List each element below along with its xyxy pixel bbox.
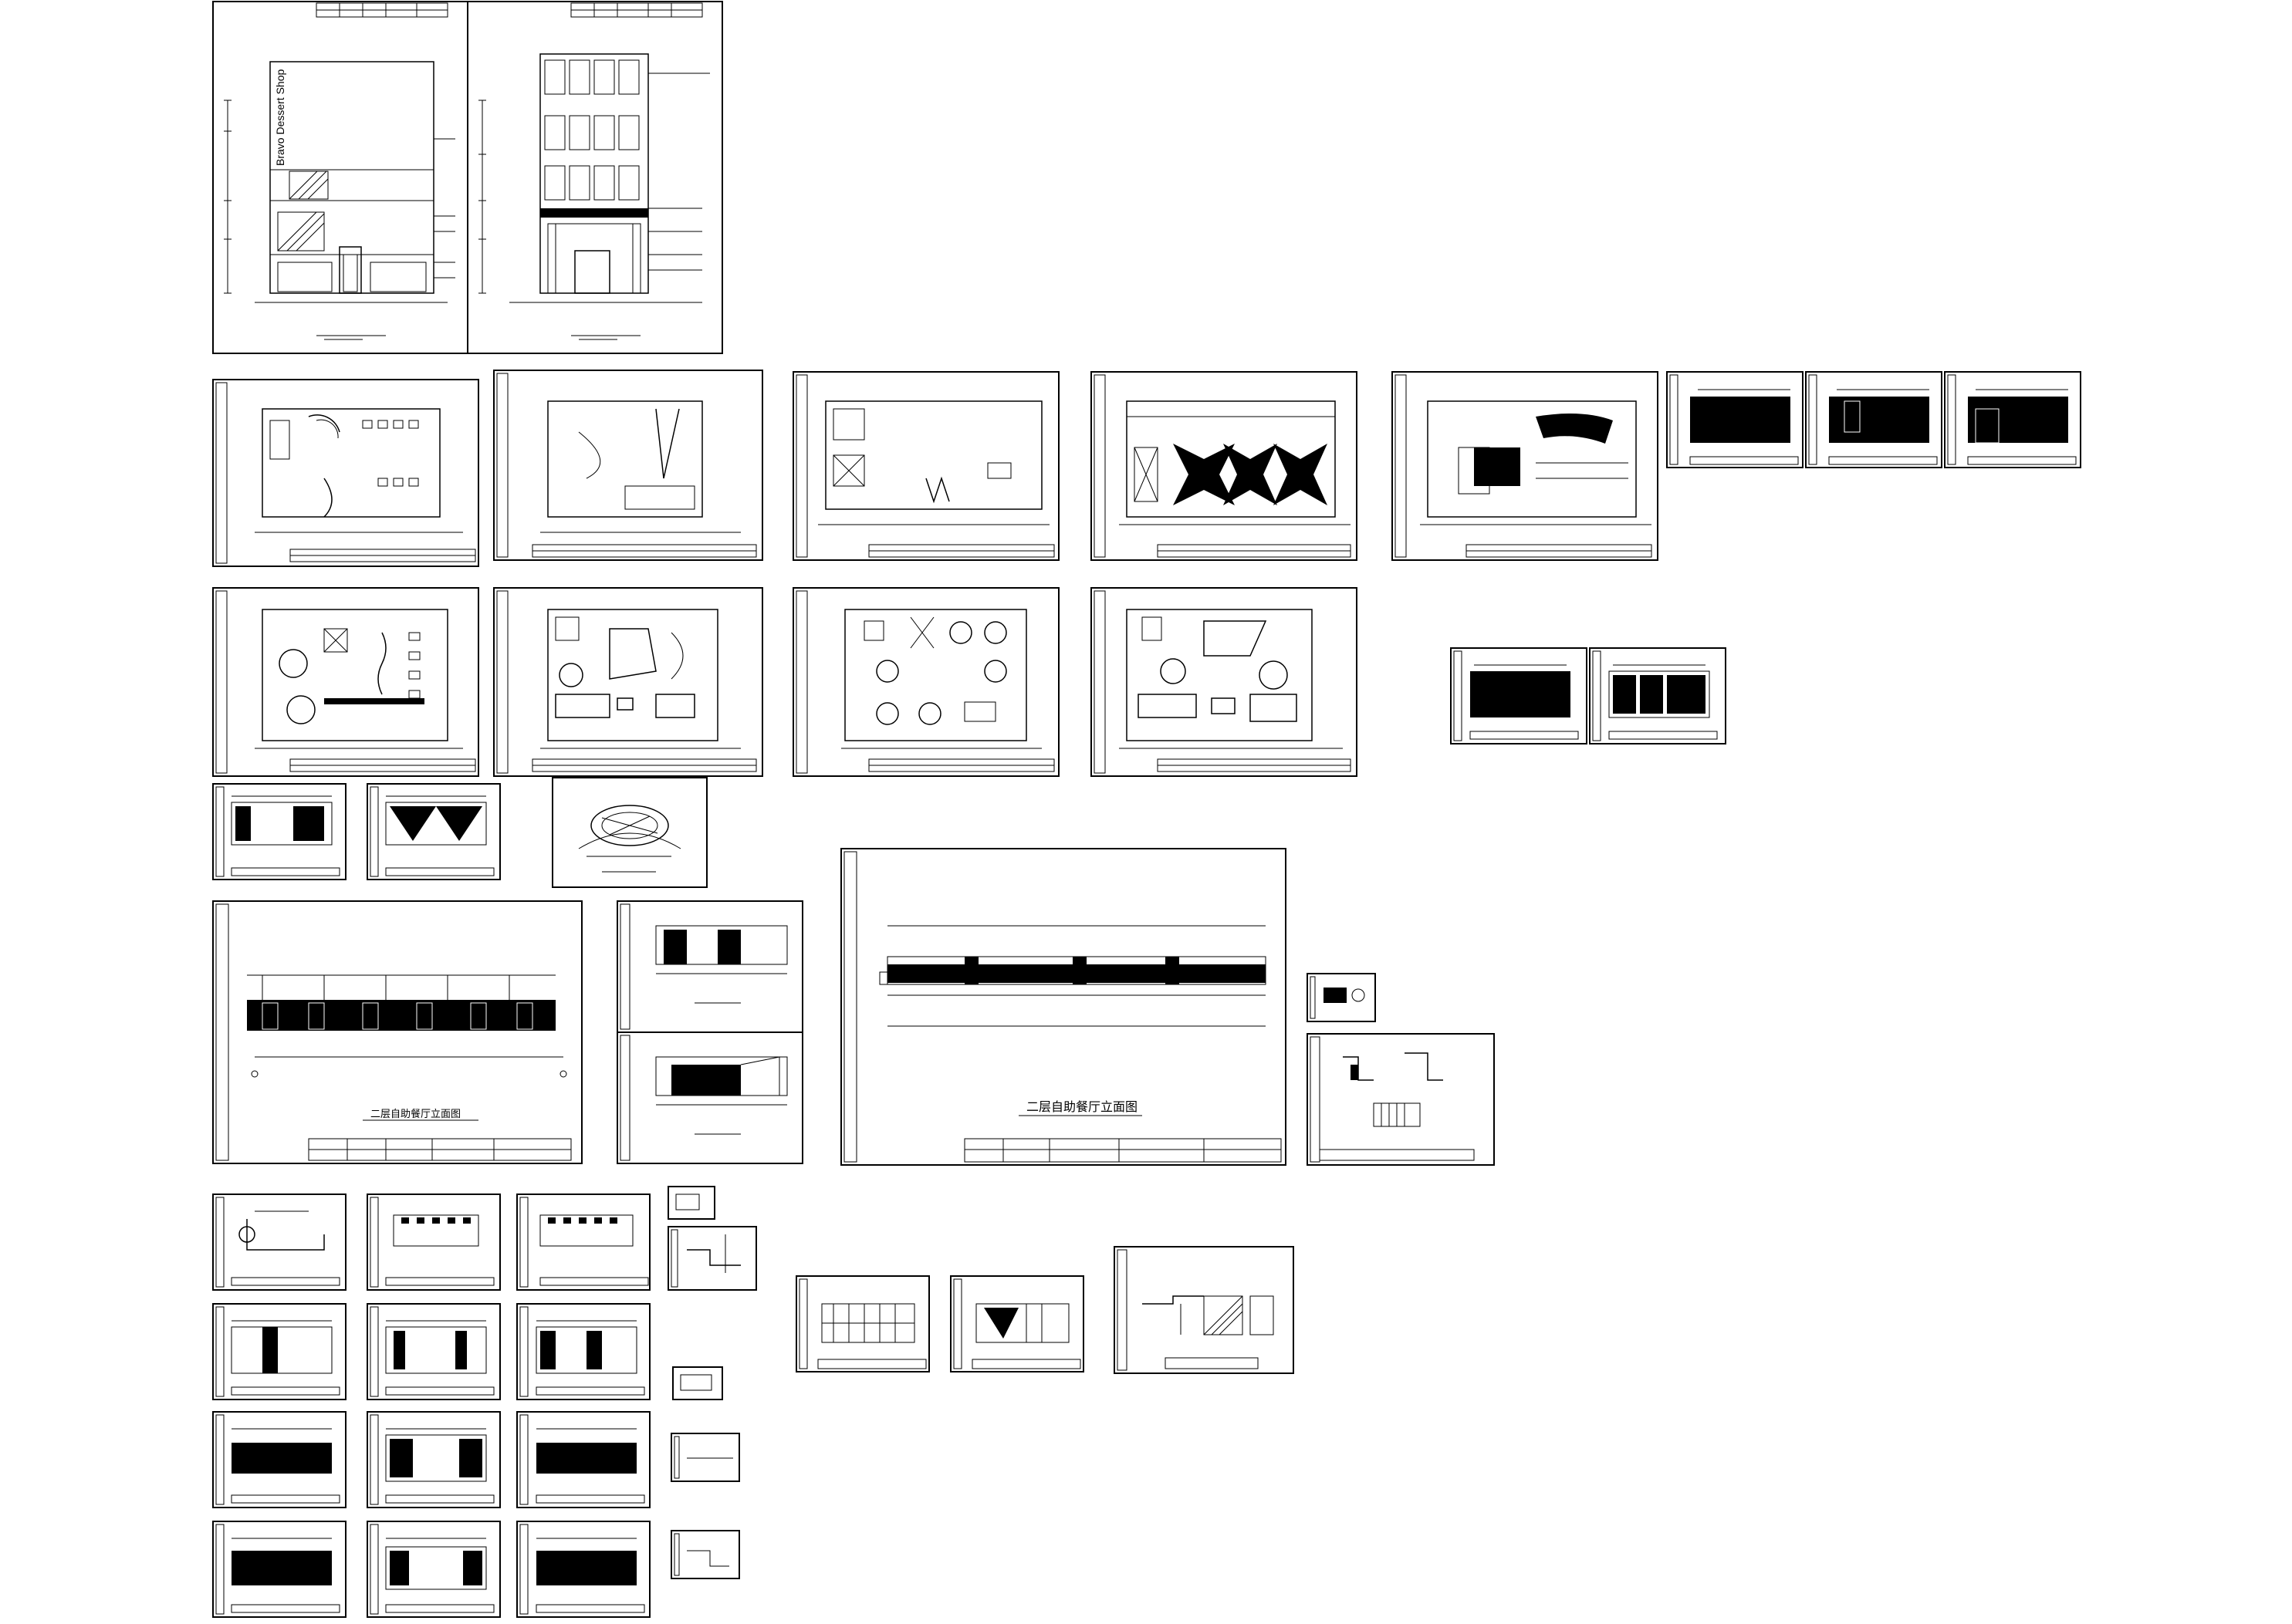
sheet-grid-c1 bbox=[212, 1303, 347, 1400]
sheet-elev-small-1 bbox=[1666, 371, 1804, 468]
sheet-detail-tiny-1 bbox=[1307, 973, 1376, 1022]
sheet-tiny-b5 bbox=[671, 1530, 740, 1579]
sheet-elev-mid-1 bbox=[617, 900, 803, 1033]
sheet-plan-9 bbox=[1090, 587, 1357, 777]
sheet-plan-3 bbox=[793, 371, 1060, 561]
sheet-tiny-b2 bbox=[668, 1226, 757, 1291]
sheet-elev-small-4 bbox=[1450, 647, 1587, 744]
sheet-elev-small-2 bbox=[1805, 371, 1942, 468]
sheet-elev-bottom-1 bbox=[796, 1275, 930, 1372]
sheet-grid-d3 bbox=[516, 1411, 651, 1508]
sheet-detail-section bbox=[1307, 1033, 1495, 1166]
sheet-grid-e3 bbox=[516, 1521, 651, 1618]
sheet-plan-6 bbox=[212, 587, 479, 777]
sheet-detail-bottom bbox=[1114, 1246, 1294, 1374]
sheet-plan-2 bbox=[493, 370, 763, 561]
sheet-elev-small-5 bbox=[1589, 647, 1726, 744]
sheet-grid-a2 bbox=[367, 1194, 501, 1291]
sheet-grid-c3 bbox=[516, 1303, 651, 1400]
sheet-plan-4 bbox=[1090, 371, 1357, 561]
sheet-grid-d2 bbox=[367, 1411, 501, 1508]
sheet-elev-long-2: 二层自助餐厅立面图 bbox=[840, 848, 1286, 1166]
sheet-title-long-1: 二层自助餐厅立面图 bbox=[370, 1108, 461, 1119]
sheet-grid-e2 bbox=[367, 1521, 501, 1618]
sheet-elev-long-1: 二层自助餐厅立面图 bbox=[212, 900, 583, 1164]
sheet-plan-5 bbox=[1391, 371, 1658, 561]
sheet-grid-c2 bbox=[367, 1303, 501, 1400]
sheet-plan-7 bbox=[493, 587, 763, 777]
sheet-grid-e1 bbox=[212, 1521, 347, 1618]
sheet-detail-oval bbox=[552, 777, 708, 888]
sheet-elev-small-3 bbox=[1944, 371, 2081, 468]
sheet-tiny-b1 bbox=[668, 1186, 715, 1220]
facade-vertical-text: Bravo Dessert Shop bbox=[274, 69, 286, 166]
sheet-grid-a3 bbox=[516, 1194, 651, 1291]
sheet-elev-small-7 bbox=[367, 783, 501, 880]
sheet-facade-elevation-a: Bravo Dessert Shop bbox=[212, 1, 468, 354]
sheet-elev-bottom-2 bbox=[950, 1275, 1084, 1372]
sheet-tiny-b3 bbox=[672, 1366, 723, 1400]
sheet-tiny-b4 bbox=[671, 1433, 740, 1482]
sheet-title-large: 二层自助餐厅立面图 bbox=[1026, 1100, 1138, 1114]
sheet-grid-d1 bbox=[212, 1411, 347, 1508]
sheet-facade-elevation-b bbox=[467, 1, 723, 354]
sheet-plan-1 bbox=[212, 379, 479, 567]
sheet-plan-8 bbox=[793, 587, 1060, 777]
sheet-elev-small-6 bbox=[212, 783, 347, 880]
sheet-grid-a1 bbox=[212, 1194, 347, 1291]
sheet-elev-mid-2 bbox=[617, 1031, 803, 1164]
